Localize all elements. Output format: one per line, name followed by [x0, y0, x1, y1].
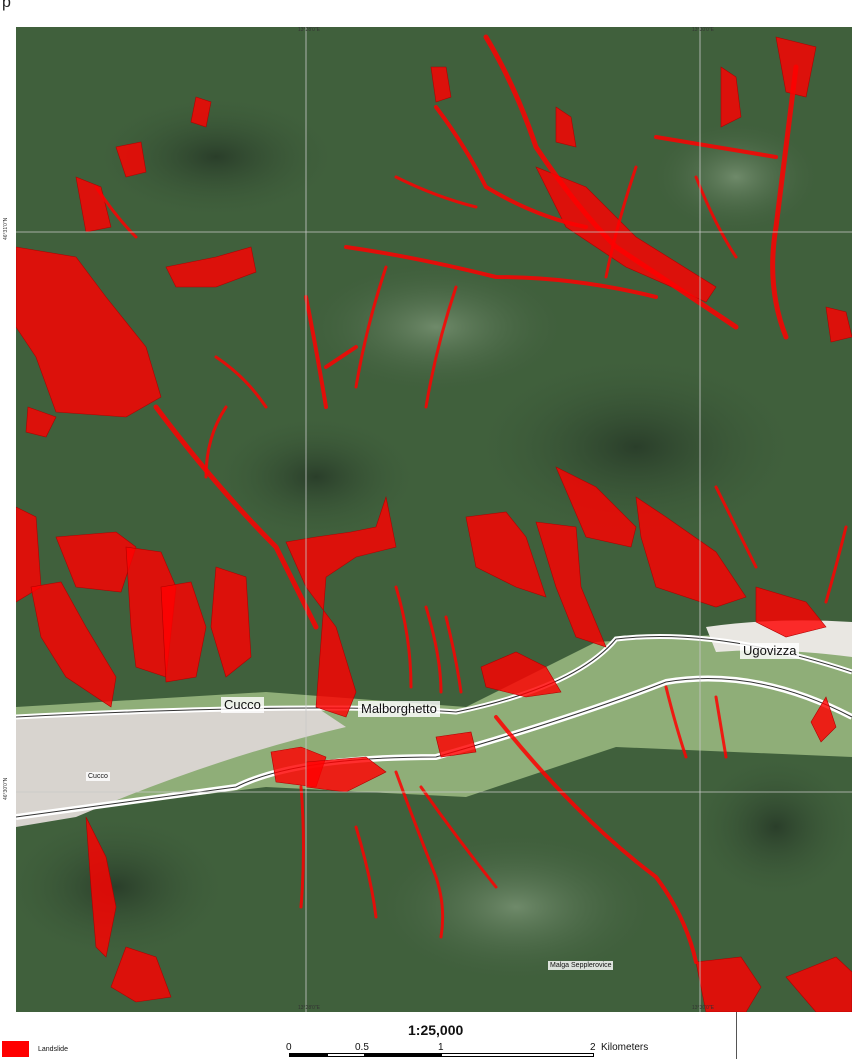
landslide-channels — [94, 34, 848, 964]
valley-floor — [16, 627, 852, 817]
legend-swatch-landslide — [2, 1041, 29, 1057]
coord-bottom-2: 13°30'0"E — [692, 1005, 714, 1011]
scale-unit: Kilometers — [601, 1042, 649, 1053]
graticule — [16, 27, 852, 1012]
legend-label-landslide: Landslide — [38, 1046, 68, 1053]
scale-label-1: 1 — [438, 1042, 444, 1053]
map-title-fragment: p — [2, 0, 11, 11]
scale-label-0: 0 — [286, 1042, 292, 1053]
place-label-cucco-small: Cucco — [86, 772, 110, 781]
place-label-malborghetto: Malborghetto — [358, 701, 440, 717]
scale-bar — [289, 1053, 595, 1059]
landslide-polygons — [16, 36, 852, 1012]
coord-left-1: 46°31'0"N — [3, 217, 9, 240]
place-label-malga: Malga Sepplerovice — [548, 961, 614, 970]
place-label-ugovizza: Ugovizza — [740, 643, 800, 659]
place-label-cucco: Cucco — [221, 697, 264, 713]
scale-ratio: 1:25,000 — [408, 1022, 464, 1038]
coord-left-2: 46°30'0"N — [3, 777, 9, 800]
coord-top-1: 13°28'0"E — [298, 27, 320, 33]
coord-bottom-1: 13°28'0"E — [298, 1005, 320, 1011]
frame-line — [736, 1012, 737, 1059]
orthophoto-map — [16, 27, 852, 1012]
map-area[interactable]: 13°28'0"E 13°30'0"E 13°28'0"E 13°30'0"E … — [16, 27, 852, 1012]
scale-label-0-5: 0.5 — [355, 1042, 369, 1053]
scale-label-2: 2 — [590, 1042, 596, 1053]
coord-top-2: 13°30'0"E — [692, 27, 714, 33]
river-bed — [16, 707, 346, 827]
